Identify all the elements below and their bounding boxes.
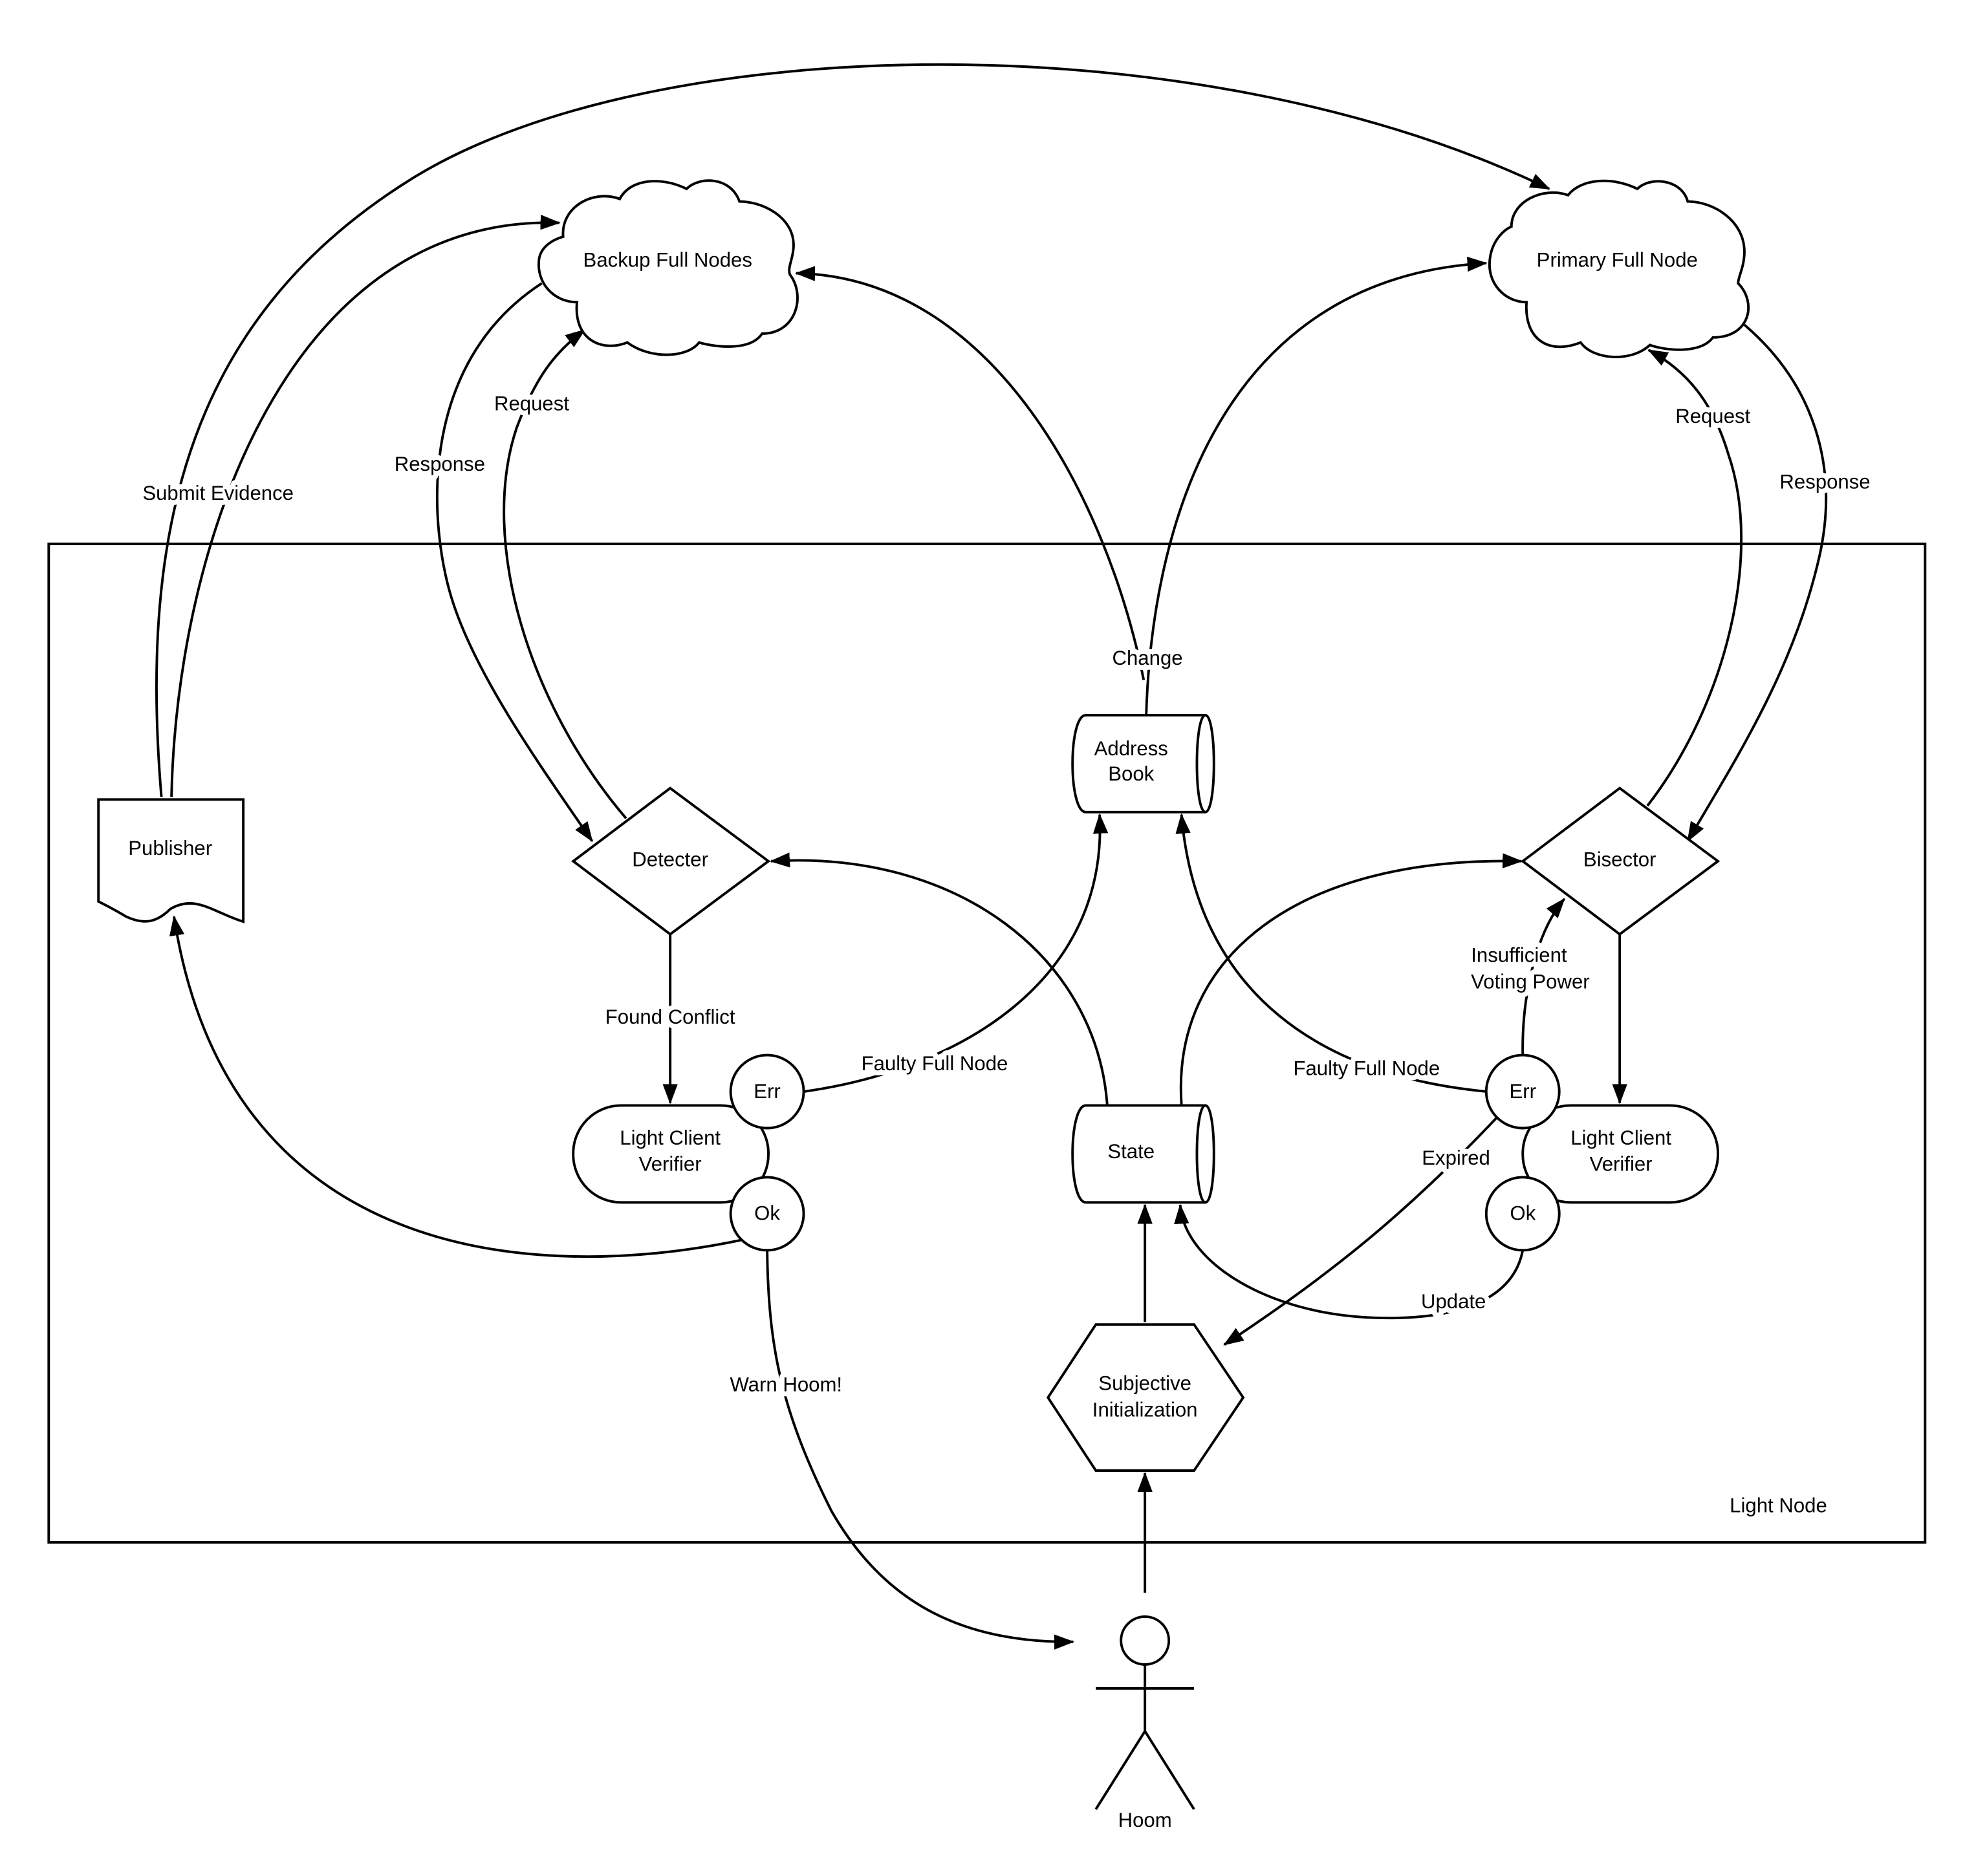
light-node-container: [47, 543, 1927, 1544]
edge-labels: Submit Evidence Response Request Request…: [138, 387, 1876, 1401]
ok-port-left: [729, 1176, 805, 1252]
label-insufficient-line1: Insufficient: [1471, 943, 1567, 966]
edge-response-left: [435, 282, 594, 843]
label-faulty-right: Faulty Full Node: [1293, 1057, 1440, 1080]
state-node: State: [1071, 1104, 1215, 1204]
hoom-actor: Hoom: [1094, 1615, 1195, 1831]
label-insufficient-line2: Voting Power: [1471, 970, 1590, 993]
lcv-right-label-line1: Light Client: [1570, 1127, 1671, 1149]
hoom-label: Hoom: [1118, 1809, 1172, 1831]
actor-body-icon: [1094, 1664, 1195, 1810]
err-right-label: Err: [1509, 1080, 1536, 1103]
edge-change-backup: [794, 266, 1145, 680]
edges: [155, 63, 1827, 1650]
label-response-left: Response: [395, 453, 485, 475]
address-book-label-line2: Book: [1108, 762, 1154, 785]
edge-submit-evidence-primary: [155, 63, 1550, 797]
ok-left-label: Ok: [754, 1202, 780, 1225]
bisector-node: Bisector: [1521, 786, 1721, 936]
light-node-label: Light Node: [1730, 1494, 1827, 1516]
publisher-label: Publisher: [128, 837, 212, 859]
state-label: State: [1107, 1140, 1155, 1163]
label-warn-hoom: Warn Hoom!: [730, 1373, 842, 1396]
label-update: Update: [1421, 1290, 1486, 1313]
edge-state-bisector: [1179, 853, 1523, 1105]
light-client-verifier-right: Light Client Verifier Err Ok: [1484, 1053, 1719, 1252]
backup-full-nodes-cloud: Backup Full Nodes: [537, 179, 799, 356]
publisher-node: Publisher: [97, 798, 245, 923]
backup-full-nodes-label: Backup Full Nodes: [583, 249, 752, 272]
edge-faulty-left: [803, 813, 1109, 1093]
label-request-left: Request: [494, 393, 569, 415]
edge-expired: [1223, 1116, 1499, 1346]
lcv-left-label-line2: Verifier: [639, 1153, 702, 1176]
label-request-right: Request: [1675, 405, 1750, 427]
ok-right-label: Ok: [1510, 1202, 1536, 1225]
edge-response-right: [1686, 323, 1827, 843]
label-expired: Expired: [1422, 1147, 1490, 1169]
detecter-node: Detecter: [570, 786, 771, 936]
edge-warn-hoom: [766, 1250, 1075, 1650]
label-change: Change: [1113, 647, 1183, 669]
label-faulty-left: Faulty Full Node: [862, 1052, 1008, 1075]
detecter-label: Detecter: [632, 848, 708, 871]
edge-submit-evidence-backup: [170, 215, 561, 797]
subjective-init-label-line2: Initialization: [1092, 1398, 1198, 1421]
err-port-left: [729, 1053, 805, 1130]
label-submit-evidence: Submit Evidence: [142, 482, 294, 504]
actor-head-icon: [1120, 1615, 1171, 1666]
edge-request-left: [503, 329, 627, 819]
err-left-label: Err: [754, 1080, 781, 1103]
primary-full-node-label: Primary Full Node: [1537, 249, 1698, 272]
subjective-initialization-node: Subjective Initialization: [1046, 1323, 1245, 1472]
edge-change-primary: [1145, 256, 1488, 715]
lcv-right-label-line2: Verifier: [1590, 1153, 1653, 1176]
primary-full-node-cloud: Primary Full Node: [1488, 179, 1750, 358]
address-book-node: Address Book: [1071, 713, 1215, 814]
edge-insufficient: [1521, 898, 1565, 1057]
edge-ok-publisher: [169, 915, 741, 1258]
light-client-verifier-left: Light Client Verifier Err Ok: [572, 1053, 805, 1252]
err-port-right: [1484, 1053, 1561, 1130]
edge-state-detecter: [769, 852, 1109, 1105]
label-found-conflict: Found Conflict: [605, 1006, 735, 1028]
edge-update: [1174, 1203, 1525, 1319]
bisector-label: Bisector: [1583, 848, 1656, 871]
ok-port-right: [1484, 1176, 1561, 1252]
label-response-right: Response: [1779, 470, 1870, 493]
subjective-init-label-line1: Subjective: [1098, 1372, 1191, 1394]
edge-request-right: [1646, 349, 1742, 807]
edge-faulty-right: [1175, 813, 1488, 1093]
lcv-left-label-line1: Light Client: [620, 1127, 721, 1149]
address-book-label-line1: Address: [1094, 737, 1168, 760]
